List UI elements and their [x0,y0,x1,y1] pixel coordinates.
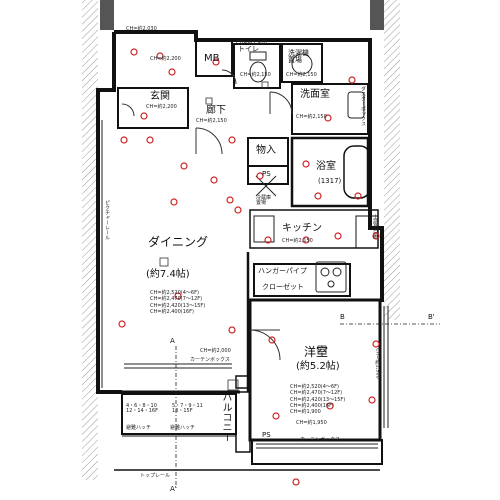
room-label-bathroom: 浴室 [316,161,336,172]
ceiling-height: CH=約2,200 [150,56,181,62]
western-ceiling-heights: CH=約2,520(4〜6F) CH=約2,470(7〜12F) CH=約2,4… [290,384,346,415]
room-label-dining: ダイニング [148,235,209,249]
ceiling-light-icon [261,81,269,89]
section-lines [175,323,440,490]
top-right-column [370,0,384,30]
room-label-bath-size: (1317) [318,177,342,185]
electrical-points [118,48,380,486]
stove-burner-icon [327,280,335,288]
room-label-laundry: 洗濯機 置場 [288,49,309,64]
ceiling-light-icon [227,379,239,391]
floor-note-a: 4・6・8・10 12・14・16F [126,403,158,414]
ceiling-height: CH=約2,150 [286,72,317,78]
room-label-hanger: ハンガーパイプ [258,267,307,275]
door-swings [121,69,293,361]
ceiling-height: CH=約2,150 [196,118,227,124]
ceiling-light-icon [317,345,327,355]
room-label-fridge: 冷蔵庫 置場 [256,195,272,206]
left-wall-hatch [82,0,98,480]
curtain-box-label: カーテンボックス [190,357,230,363]
sanitary-fixtures [249,51,365,119]
room-label-ps-upper: PS [262,170,271,178]
room-label-dining-size: (約7.4帖) [146,269,190,280]
room-label-closet: クローゼット [262,283,304,291]
evacuation-hatch-label: 避難ハッチ [126,425,152,431]
room-label-western-size: (約5.2帖) [296,361,340,372]
room-label-western: 洋室 [304,345,329,359]
room-label-storage: 物入 [256,145,276,156]
ceiling-height: CH=約2,030 [126,26,157,32]
room-label-mb: MB [204,53,220,64]
ceiling-height: CH=約2,000 [200,348,231,354]
dining-ceiling-heights: CH=約2,520(4〜6F) CH=約2,470(7〜12F) CH=約2,4… [150,290,206,315]
picture-rail-label: ピクチャーレール [104,200,110,240]
room-label-corridor: 廊下 [206,105,226,116]
top-left-column [100,0,114,30]
ceiling-height: CH=約1,950 [296,420,327,426]
upper-cabinet-label: 上部吊戸棚 [372,214,378,239]
washing-machine-icon [291,53,313,75]
toilet-bowl-icon [249,61,267,83]
ceiling-light-icon [159,257,169,267]
room-label-ps-lower: PS [262,431,271,439]
room-label-genkan: 玄関 [150,91,170,102]
kitchen-fixtures [253,175,347,293]
duster-box-label: ダスターボックス [360,86,366,126]
floor-note-b: 5・7・9・11 13・15F [172,403,203,414]
walls [96,30,384,471]
stove-burner-icon [332,267,342,277]
right-wall-hatch [384,0,400,320]
room-label-washroom: 洗面室 [300,89,330,100]
section-marker-a: A [170,337,175,345]
ceiling-height: CH=約1,900 [236,40,267,46]
ceiling-lights [159,81,327,391]
ceiling-height: CH=約2,150 [282,238,313,244]
room-label-toilet: トイレ [238,45,259,53]
room-label-kitchen: キッチン [282,223,322,234]
section-marker-b: B [340,313,345,321]
stove-burner-icon [320,267,330,277]
windows [101,120,389,449]
ceiling-light-icon [205,97,213,105]
curtain-box-label: カーテンボックス [300,437,340,443]
section-marker-b-prime: B' [428,313,435,321]
ceiling-height: CH=約2,200 [146,104,177,110]
evacuation-hatch-label: 避難ハッチ [170,425,196,431]
ceiling-height: CH=約1,900 [374,348,381,379]
room-label-balcony: バルコニー [220,392,231,442]
section-marker-a-prime: A' [170,485,177,493]
top-rail-label: トップレール [140,473,171,479]
ceiling-height: CH=約2,150 [240,72,271,78]
ceiling-height: CH=約2,150 [296,114,327,120]
